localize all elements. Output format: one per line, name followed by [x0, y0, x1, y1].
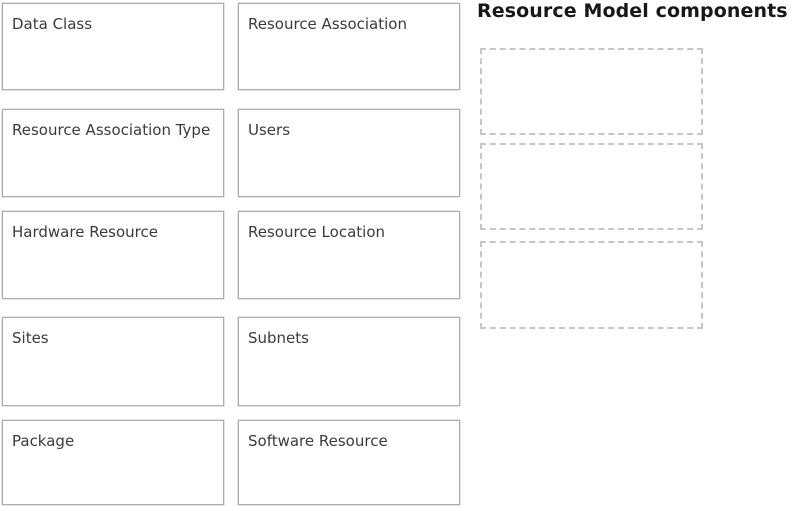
drag-item-sites[interactable]: Sites	[2, 317, 224, 406]
drag-item-package[interactable]: Package	[2, 420, 224, 505]
drop-zone-3[interactable]	[480, 241, 703, 329]
drag-item-data-class[interactable]: Data Class	[2, 3, 224, 90]
drag-item-resource-location[interactable]: Resource Location	[238, 211, 460, 299]
drag-item-subnets[interactable]: Subnets	[238, 317, 460, 406]
drop-zone-2[interactable]	[480, 143, 703, 230]
drop-zone-1[interactable]	[480, 48, 703, 135]
panel-title: Resource Model components	[477, 0, 788, 22]
drag-item-resource-association[interactable]: Resource Association	[238, 3, 460, 90]
drag-item-hardware-resource[interactable]: Hardware Resource	[2, 211, 224, 299]
drag-item-software-resource[interactable]: Software Resource	[238, 420, 460, 505]
drag-item-resource-association-type[interactable]: Resource Association Type	[2, 109, 224, 197]
drag-item-users[interactable]: Users	[238, 109, 460, 197]
